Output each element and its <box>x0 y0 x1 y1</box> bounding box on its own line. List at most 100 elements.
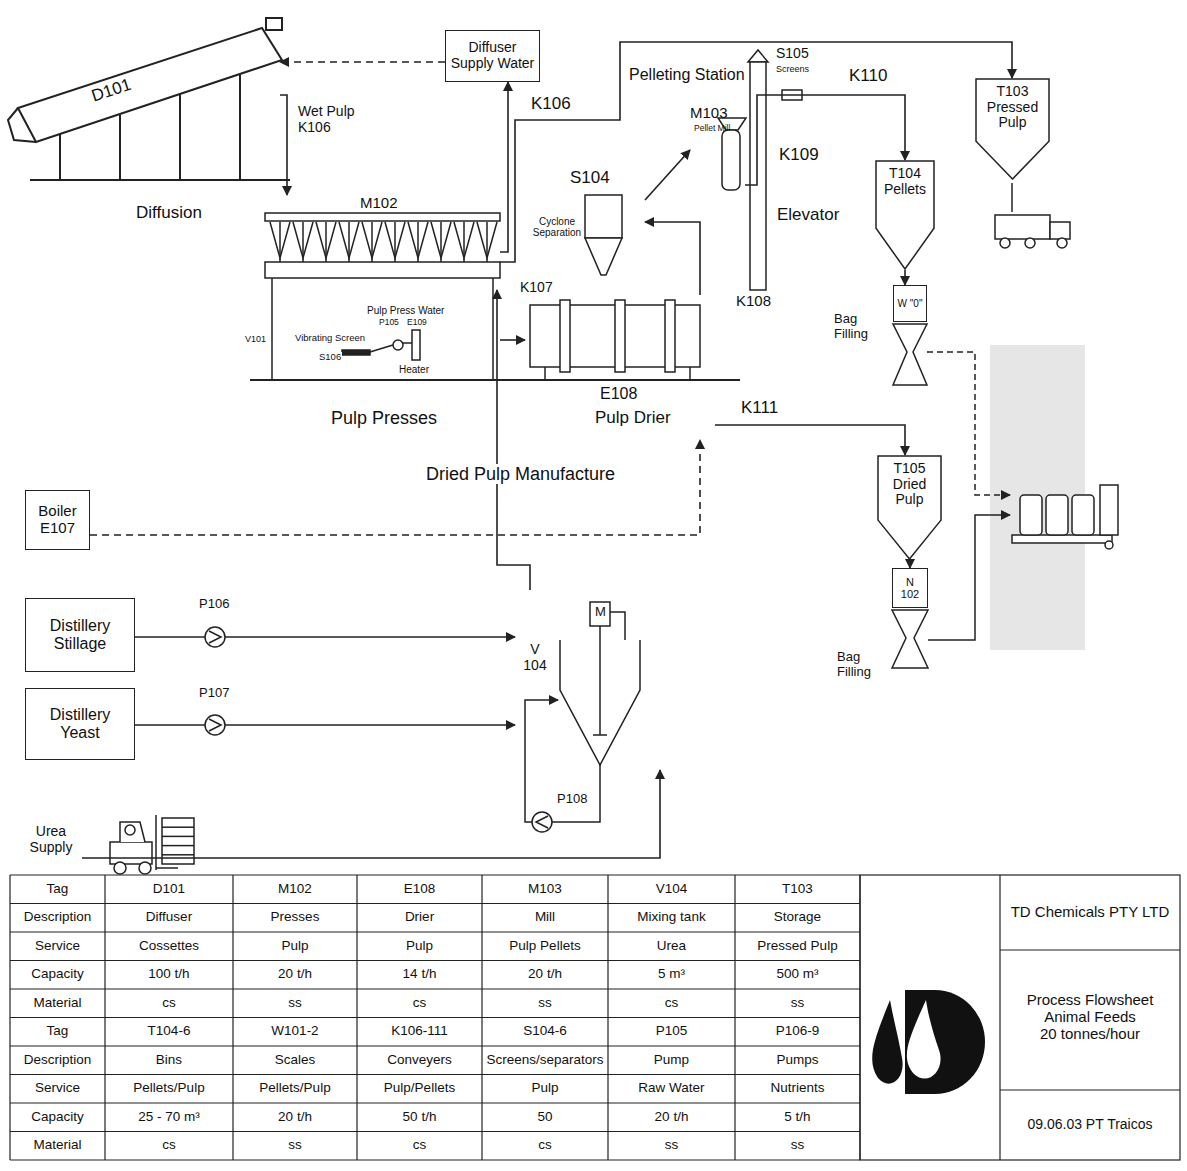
pulp-press <box>265 213 500 221</box>
table-cell: 20 t/h <box>483 962 607 989</box>
table-cell: Diffuser <box>106 905 232 932</box>
table-cell: ss <box>736 1133 859 1160</box>
table-cell: E108 <box>358 876 481 903</box>
table-grid <box>10 874 860 875</box>
table-cell: 5 m³ <box>609 962 734 989</box>
diffuser-drum <box>30 179 290 181</box>
pulp-drier <box>665 300 675 372</box>
table-cell: Conveyers <box>358 1047 481 1074</box>
table-cell: Mill <box>483 905 607 932</box>
pulp-press <box>417 222 419 262</box>
pump-symbol <box>209 719 221 731</box>
pulp-press <box>440 222 442 262</box>
table-cell: cs <box>106 1133 232 1160</box>
node-text: 20 tonnes/hour <box>1040 1026 1140 1043</box>
forklift <box>120 822 145 842</box>
table-cell: 25 - 70 m³ <box>106 1104 232 1131</box>
flow-line <box>280 61 445 63</box>
forklift <box>114 862 126 874</box>
pulp-drier <box>544 367 546 380</box>
urea-bag-stack <box>162 845 194 847</box>
truck <box>1057 238 1067 248</box>
callout-label: Dried Pulp Manufacture <box>425 464 616 484</box>
forklift <box>156 867 178 869</box>
table-grid <box>10 875 1180 1160</box>
forklift <box>155 815 157 870</box>
table-cell: cs <box>483 1133 607 1160</box>
equipment-unit: M102 <box>265 195 500 290</box>
conveyor-label: K107 <box>519 280 554 296</box>
table-cell: Capacity <box>11 1104 104 1131</box>
truck <box>1025 238 1035 248</box>
callout-label: Vibrating Screen <box>294 333 366 344</box>
pump-symbol <box>393 340 403 350</box>
table-cell: Description <box>11 905 104 932</box>
table-grid <box>356 875 357 1160</box>
process-box: Urea Supply <box>20 815 82 865</box>
callout-label: S106 <box>318 352 342 363</box>
table-grid <box>104 875 105 1160</box>
pulp-press <box>463 222 465 262</box>
table-cell: Material <box>11 1133 104 1160</box>
node-text: W "0" <box>898 298 923 309</box>
callout-label: Elevator <box>776 205 840 224</box>
callout-label: Diffusion <box>135 203 203 222</box>
flow-line <box>82 770 660 858</box>
forklift <box>162 818 194 864</box>
table-cell: ss <box>483 990 607 1017</box>
table-cell: Pellets/Pulp <box>106 1076 232 1103</box>
process-box: Distillery Yeast <box>25 688 135 760</box>
table-cell: cs <box>609 990 734 1017</box>
table-cell: 20 t/h <box>234 1104 356 1131</box>
table-cell: Service <box>11 933 104 960</box>
table-cell: Cossettes <box>106 933 232 960</box>
pulp-press <box>371 222 373 262</box>
flow-line <box>500 82 508 252</box>
table-grid <box>999 875 1000 1160</box>
truck <box>1050 222 1070 239</box>
callout-label: Pulp Presses <box>330 408 438 428</box>
table-cell: ss <box>234 990 356 1017</box>
conveyor-label: K106 <box>530 94 572 113</box>
truck <box>1000 238 1010 248</box>
node-text: 09.06.03 PT Traicos <box>1027 1117 1152 1133</box>
company-logo <box>907 1000 941 1079</box>
mixing-tank <box>551 765 600 822</box>
table-cell: Pumps <box>736 1047 859 1074</box>
urea-bag-stack <box>162 854 194 856</box>
table-cell: Screens/separators <box>483 1047 607 1074</box>
pallet-of-bags <box>1100 485 1118 535</box>
node-text: N 102 <box>896 576 924 601</box>
pallet-of-bags <box>1046 495 1068 535</box>
flow-line <box>500 42 1012 262</box>
node-text: T103 <box>997 84 1029 100</box>
pulp-press <box>250 213 740 380</box>
bucket-elevator <box>748 50 768 62</box>
pallet-of-bags <box>1105 541 1113 549</box>
mixing-tank <box>525 602 640 822</box>
table-cell: Pulp/Pellets <box>358 1076 481 1103</box>
node-text: Pellet Mill <box>694 124 730 134</box>
bagging-scale <box>892 610 928 668</box>
node-text: V 104 <box>520 642 550 673</box>
forklift <box>125 825 135 835</box>
urea-bag-stack <box>162 836 194 838</box>
hopper-bin: T103Pressed Pulp <box>975 78 1050 180</box>
flow-line <box>497 290 530 590</box>
company-logo <box>872 990 985 1094</box>
diffuser-drum <box>8 18 290 180</box>
equipment-unit: D101 <box>10 25 280 185</box>
mixing-tank <box>593 734 607 736</box>
process-box: Process FlowsheetAnimal Feeds20 tonnes/h… <box>1005 960 1175 1075</box>
node-text: E108 <box>600 385 637 403</box>
table-cell: Urea <box>609 933 734 960</box>
table-grid <box>481 875 482 1160</box>
process-box: W "0" <box>893 285 927 322</box>
table-cell: Scales <box>234 1047 356 1074</box>
equipment-unit: M103Pellet Mill <box>690 105 745 200</box>
hopper-bin: T105Dried Pulp <box>877 455 942 560</box>
urea-bag-stack <box>162 827 194 855</box>
table-grid <box>10 988 860 989</box>
pump-symbol <box>209 631 221 643</box>
pump-symbol <box>205 715 225 735</box>
